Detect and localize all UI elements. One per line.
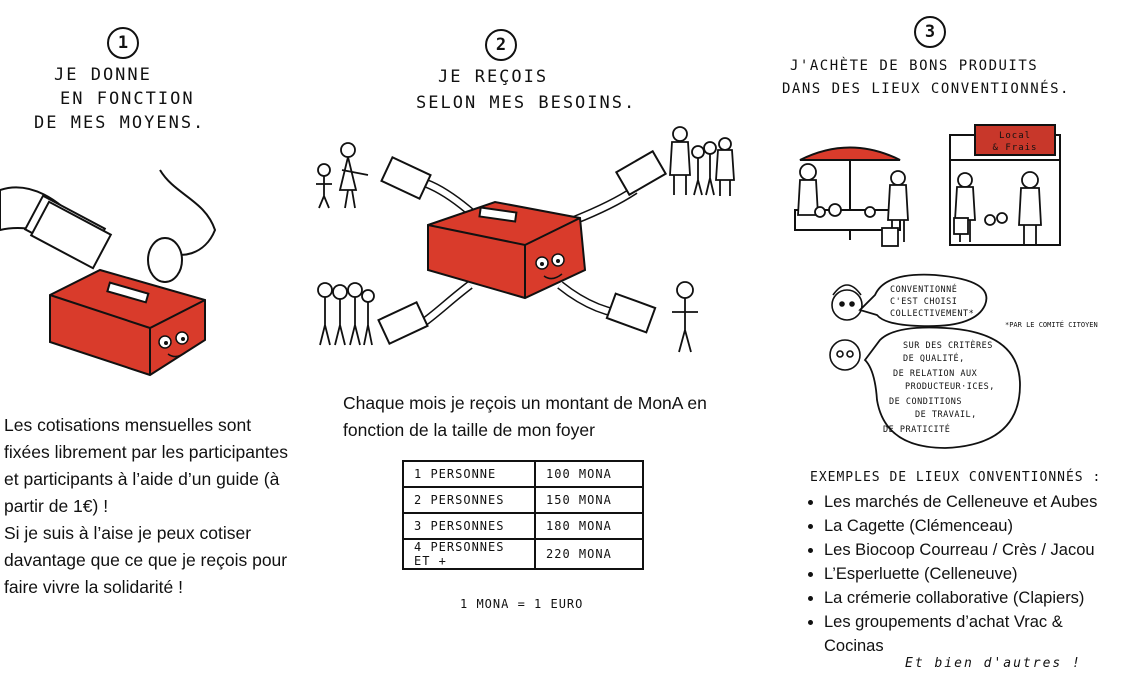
donation-box-illustration (0, 169, 217, 377)
bubble-2-line: producteur·ices, (905, 382, 995, 392)
shop-sign-line: & Frais (993, 143, 1038, 153)
amount-cell: 100 MonA (534, 460, 644, 488)
amount-cell: 180 MonA (534, 512, 644, 540)
bubble-2-line: de praticité (883, 423, 950, 435)
step-2-number: 2 (485, 29, 517, 61)
bubble-2-line: de conditions (889, 397, 962, 407)
table-row: 1 personne 100 MonA (402, 460, 644, 488)
step-1-paragraph: Si je suis à l’aise je peux cotiser dava… (4, 523, 288, 597)
list-item: La crémerie collaborative (Clapiers) (824, 586, 1124, 610)
bubble-1-line: collectivement* (890, 309, 974, 319)
step-2-body: Chaque mois je reçois un montant de MonA… (343, 393, 707, 440)
amount-cell: 220 MonA (534, 538, 644, 570)
table-row: 2 personnes 150 MonA (402, 486, 644, 514)
table-row: 4 personnes et + 220 MonA (402, 538, 644, 570)
household-size-cell: 2 personnes (402, 486, 536, 514)
step-1-heading-line: je donne (54, 65, 152, 85)
step-1-number: 1 (107, 27, 139, 59)
speech-bubbles-illustration: conventionné c'est choisi collectivement… (829, 273, 1098, 449)
closing-note: Et bien d'autres ! (905, 656, 1082, 671)
bubble-2-line: sur des critères (903, 339, 993, 351)
step-3-heading-line: dans des lieux conventionnés. (782, 81, 1070, 97)
bubble-2-line: de qualité, (903, 352, 965, 364)
step-2-heading-line: selon mes besoins. (416, 93, 637, 113)
household-size-cell: 1 personne (402, 460, 536, 488)
step-1-paragraph: Les cotisations mensuelles sont fixées l… (4, 415, 289, 516)
table-row: 3 personnes 180 MonA (402, 512, 644, 540)
household-size-cell: 3 personnes (402, 512, 536, 540)
examples-title: Exemples de lieux conventionnés : (810, 470, 1102, 485)
conversion-rate: 1 MonA = 1 Euro (460, 597, 584, 611)
amount-cell: 150 MonA (534, 486, 644, 514)
list-item: L’Esperluette (Celleneuve) (824, 562, 1124, 586)
market-shop-illustration: Local & Frais (794, 124, 1061, 247)
step-1-body: Les cotisations mensuelles sont fixées l… (4, 412, 289, 601)
allocation-table: 1 personne 100 MonA 2 personnes 150 MonA… (402, 460, 644, 570)
step-3-heading-line: j'achète de bons produits (790, 58, 1039, 74)
step-1-heading-line: de mes moyens. (34, 113, 206, 133)
examples-list: Les marchés de Celleneuve et Aubes La Ca… (804, 490, 1124, 658)
bubble-1-line: conventionné (890, 283, 957, 295)
step-2-heading-line: je reçois (438, 67, 549, 87)
household-size-cell: 4 personnes et + (402, 538, 536, 570)
list-item: La Cagette (Clémenceau) (824, 514, 1124, 538)
bubble-footnote: *par le comité citoyen (1005, 320, 1098, 329)
list-item: Les marchés de Celleneuve et Aubes (824, 490, 1124, 514)
list-item: Les groupements d’achat Vrac & Cocinas (824, 610, 1124, 658)
receiving-box-illustration (316, 126, 735, 353)
bubble-2-line: de travail, (915, 410, 977, 420)
shop-sign-line: Local (999, 131, 1031, 141)
bubble-1-line: c'est choisi (890, 297, 957, 307)
bubble-2-line: de relation aux (893, 369, 978, 379)
step-1-heading-line: en fonction (60, 89, 195, 109)
list-item: Les Biocoop Courreau / Crès / Jacou (824, 538, 1124, 562)
step-3-number: 3 (914, 16, 946, 48)
